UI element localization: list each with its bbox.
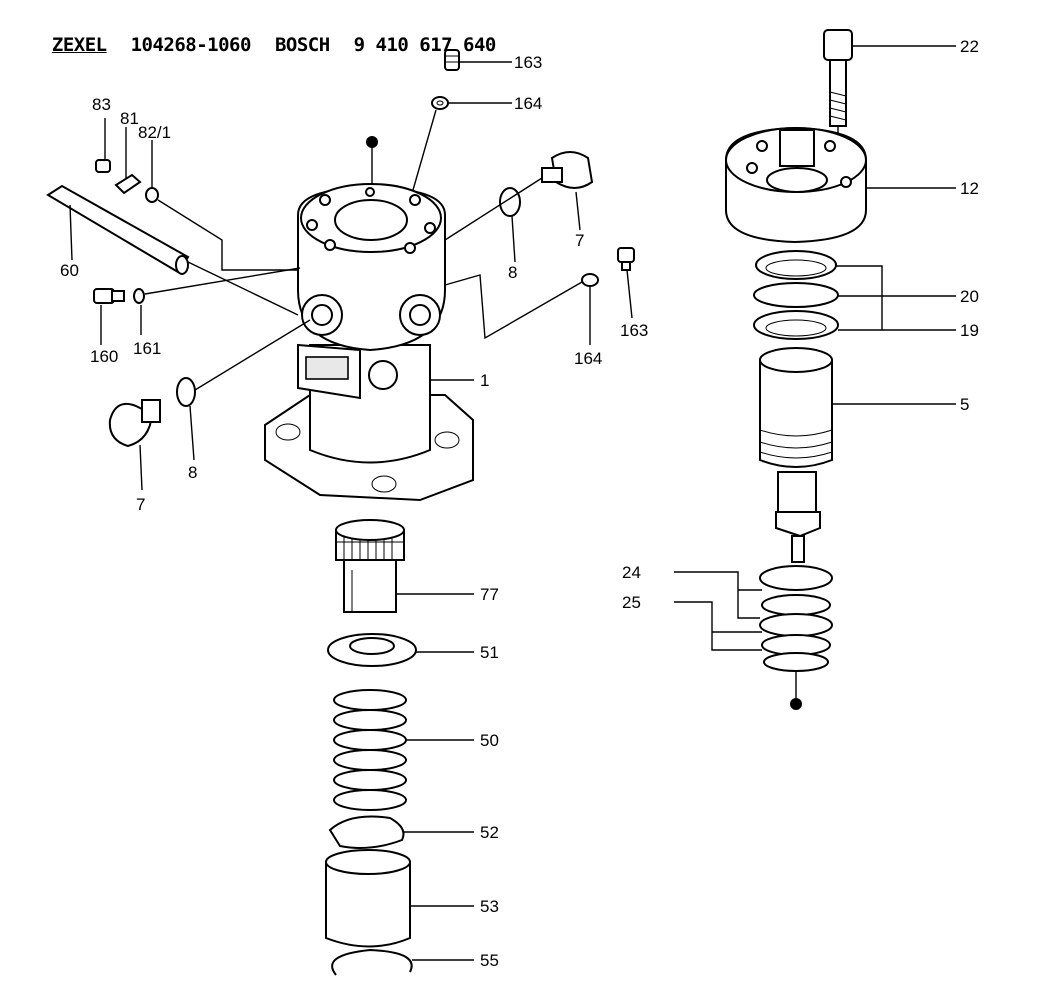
part-12-delivery-flange: [725, 126, 867, 244]
part-7-plug-upper: [541, 151, 594, 189]
label-20: 20: [960, 287, 979, 306]
reference-dot-top: [366, 136, 378, 148]
label-24: 24: [622, 563, 641, 582]
label-164-right: 164: [574, 349, 602, 368]
part-20-oring: [753, 282, 839, 308]
part-83-screw: [95, 159, 111, 173]
label-25: 25: [622, 593, 641, 612]
label-19: 19: [960, 321, 979, 340]
part-60-control-rod: [46, 184, 190, 275]
label-55: 55: [480, 951, 499, 970]
label-82-1: 82/1: [138, 123, 171, 142]
label-1: 1: [480, 371, 489, 390]
part-77-control-sleeve: [335, 519, 405, 613]
bosch-part-number: 9 410 617 640: [353, 34, 497, 56]
label-83: 83: [92, 95, 111, 114]
part-22-bolt: [823, 29, 853, 127]
part-5-plunger-barrel: [759, 347, 833, 563]
label-50: 50: [480, 731, 499, 750]
housing-part-1: [264, 183, 474, 502]
brand-bosch: BOSCH: [274, 34, 330, 56]
part-7-plug-lower: [108, 399, 161, 448]
part-161-washer: [133, 288, 145, 304]
label-8-lower: 8: [188, 463, 197, 482]
part-163-screw-right: [617, 247, 635, 271]
part-8-oring-lower: [176, 377, 196, 407]
part-81-plate: [114, 173, 142, 195]
label-7-lower: 7: [136, 495, 145, 514]
label-81: 81: [120, 109, 139, 128]
label-8-upper: 8: [508, 263, 517, 282]
label-163-right: 163: [620, 321, 648, 340]
part-25-rings: [759, 594, 833, 672]
label-52: 52: [480, 823, 499, 842]
part-50-plunger-spring: [333, 689, 407, 811]
part-51-spring-seat: [327, 633, 417, 667]
part-53-tappet: [325, 849, 411, 948]
reference-dot-bottom: [790, 698, 802, 710]
part-82-1-washer: [145, 187, 159, 203]
label-161: 161: [133, 339, 161, 358]
part-163-screw-top: [444, 49, 460, 71]
label-164-top: 164: [514, 94, 542, 113]
diagram-header: ZEXEL 104268-1060 BOSCH 9 410 617 640: [30, 12, 520, 56]
brand-zexel: ZEXEL: [51, 34, 107, 56]
part-8-oring-upper: [499, 187, 521, 217]
label-163-top: 163: [514, 53, 542, 72]
part-164-washer-top: [431, 96, 449, 110]
part-160-screw: [93, 288, 125, 304]
part-20-ring-upper: [755, 250, 837, 280]
label-77: 77: [480, 585, 499, 604]
part-52-spring-seat-lower: [328, 815, 405, 849]
label-5: 5: [960, 395, 969, 414]
part-164-washer-right: [581, 273, 599, 287]
zexel-part-number: 104268-1060: [130, 34, 252, 56]
part-19-ring: [753, 310, 839, 340]
label-7-upper: 7: [575, 231, 584, 250]
label-53: 53: [480, 897, 499, 916]
label-22: 22: [960, 37, 979, 56]
part-24-spring-seat: [759, 565, 833, 591]
label-160: 160: [90, 347, 118, 366]
label-51: 51: [480, 643, 499, 662]
label-60: 60: [60, 261, 79, 280]
label-12: 12: [960, 179, 979, 198]
part-55-snap-ring: [331, 948, 413, 976]
